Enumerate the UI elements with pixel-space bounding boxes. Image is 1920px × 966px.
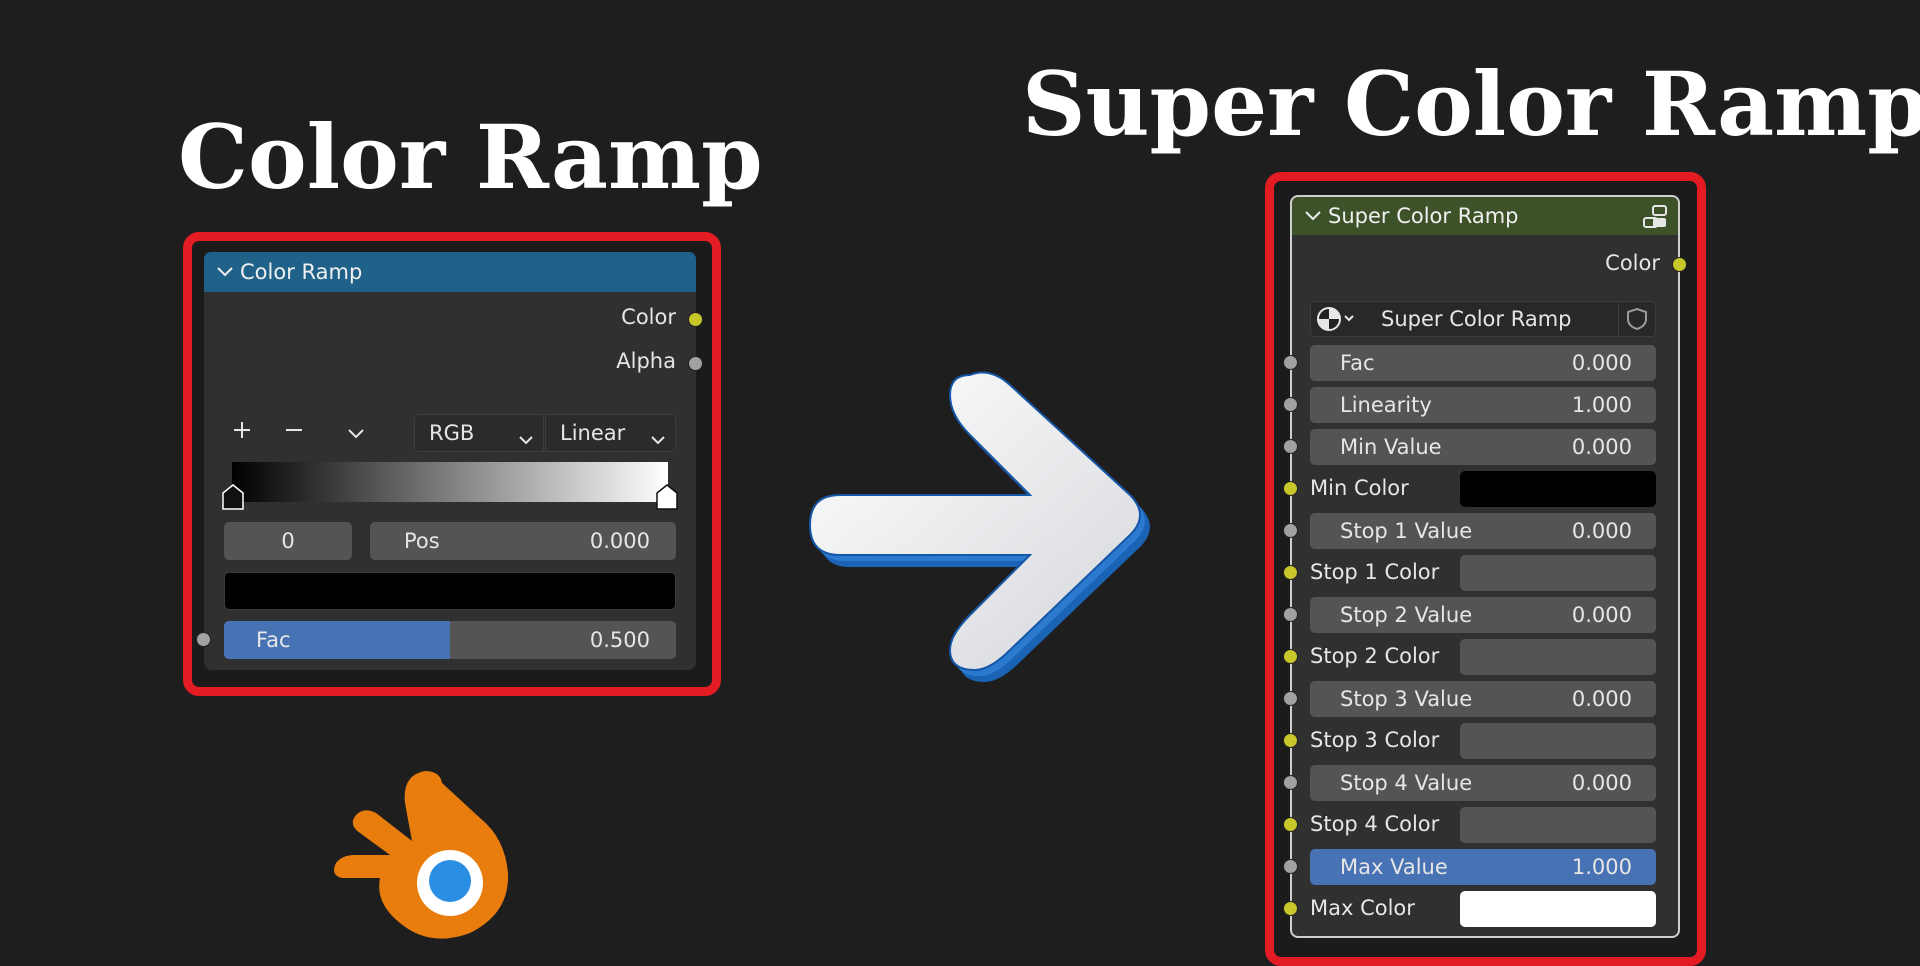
- color-mode-dropdown[interactable]: RGB: [414, 414, 544, 452]
- stop-1-value-field[interactable]: Stop 1 Value 0.000: [1310, 513, 1656, 549]
- alpha-output-label: Alpha: [616, 349, 676, 373]
- color-ramp-node[interactable]: Color Ramp Color Alpha RGB Linear: [196, 252, 703, 670]
- fac-slider-fill: [224, 621, 450, 659]
- fac-label: Fac: [256, 628, 291, 652]
- stop-2-value-label: Stop 2 Value: [1340, 603, 1473, 627]
- stop-4-color-swatch[interactable]: [1460, 807, 1656, 843]
- shield-icon[interactable]: [1618, 302, 1655, 336]
- interpolation-value: Linear: [560, 421, 626, 445]
- color-output-socket[interactable]: [1672, 257, 1687, 272]
- max-value-value: 1.000: [1571, 855, 1632, 879]
- fac-label: Fac: [1340, 351, 1375, 375]
- super-color-ramp-node[interactable]: Super Color Ramp Color Super Color Ramp …: [1283, 195, 1687, 938]
- color-output-label: Color: [1605, 251, 1660, 275]
- max-color-swatch[interactable]: [1460, 891, 1656, 927]
- linearity-field[interactable]: Linearity 1.000: [1310, 387, 1656, 423]
- max-value-label: Max Value: [1340, 855, 1448, 879]
- min-color-input-socket[interactable]: [1283, 481, 1298, 496]
- ramp-menu-button[interactable]: [338, 414, 374, 450]
- remove-stop-button[interactable]: [276, 414, 312, 450]
- color-stop-white[interactable]: [656, 484, 678, 510]
- stop-color-swatch[interactable]: [224, 572, 676, 610]
- color-ramp-node-header[interactable]: Color Ramp: [204, 252, 696, 292]
- color-ramp-header-label: Color Ramp: [240, 260, 363, 284]
- stop-1-value-input-socket[interactable]: [1283, 523, 1298, 538]
- node-group-name[interactable]: Super Color Ramp: [1381, 307, 1572, 331]
- fac-value: 0.500: [589, 628, 650, 652]
- stop-4-value-field[interactable]: Stop 4 Value 0.000: [1310, 765, 1656, 801]
- stop-3-value-label: Stop 3 Value: [1340, 687, 1473, 711]
- min-value-field[interactable]: Min Value 0.000: [1310, 429, 1656, 465]
- stop-3-value-field[interactable]: Stop 3 Value 0.000: [1310, 681, 1656, 717]
- stop-1-color-label: Stop 1 Color: [1310, 560, 1440, 584]
- stop-2-value-value: 0.000: [1571, 603, 1632, 627]
- stop-4-color-input-socket[interactable]: [1283, 817, 1298, 832]
- stop-1-value-label: Stop 1 Value: [1340, 519, 1473, 543]
- stop-2-color-input-socket[interactable]: [1283, 649, 1298, 664]
- color-output-label: Color: [621, 305, 676, 329]
- stop-3-value-value: 0.000: [1571, 687, 1632, 711]
- linearity-value: 1.000: [1571, 393, 1632, 417]
- arrow-right-icon: [808, 371, 1150, 682]
- super-color-ramp-node-header[interactable]: Super Color Ramp: [1292, 197, 1678, 235]
- fac-input-socket[interactable]: [196, 632, 211, 647]
- super-color-ramp-title: Super Color Ramp: [1022, 52, 1920, 156]
- min-value-label: Min Value: [1340, 435, 1442, 459]
- color-stop-black[interactable]: [222, 484, 244, 510]
- pos-label: Pos: [404, 529, 440, 553]
- chevron-down-icon: [519, 427, 533, 451]
- color-mode-value: RGB: [429, 421, 475, 445]
- fac-slider[interactable]: Fac 0.500: [224, 621, 676, 659]
- pos-value: 0.000: [589, 529, 650, 553]
- min-color-swatch[interactable]: [1460, 471, 1656, 507]
- color-ramp-gradient[interactable]: [232, 462, 668, 502]
- chevron-down-icon: [347, 417, 365, 447]
- blender-logo-icon: [334, 771, 509, 939]
- stop-2-value-input-socket[interactable]: [1283, 607, 1298, 622]
- minus-icon: [284, 417, 304, 447]
- super-color-ramp-header-label: Super Color Ramp: [1328, 204, 1519, 228]
- stop-1-color-input-socket[interactable]: [1283, 565, 1298, 580]
- stop-4-value-value: 0.000: [1571, 771, 1632, 795]
- stop-2-value-field[interactable]: Stop 2 Value 0.000: [1310, 597, 1656, 633]
- add-stop-button[interactable]: [224, 414, 260, 450]
- stop-1-color-swatch[interactable]: [1460, 555, 1656, 591]
- linearity-label: Linearity: [1340, 393, 1432, 417]
- max-color-input-socket[interactable]: [1283, 901, 1298, 916]
- max-value-field[interactable]: Max Value 1.000: [1310, 849, 1656, 885]
- node-group-icon[interactable]: [1642, 204, 1668, 235]
- fac-input-socket[interactable]: [1283, 355, 1298, 370]
- stop-4-value-label: Stop 4 Value: [1340, 771, 1473, 795]
- linearity-input-socket[interactable]: [1283, 397, 1298, 412]
- plus-icon: [232, 417, 252, 447]
- max-color-label: Max Color: [1310, 896, 1415, 920]
- stop-3-color-input-socket[interactable]: [1283, 733, 1298, 748]
- node-group-selector[interactable]: Super Color Ramp: [1310, 301, 1656, 337]
- chevron-down-icon: [651, 427, 665, 451]
- stop-4-value-input-socket[interactable]: [1283, 775, 1298, 790]
- min-value-value: 0.000: [1571, 435, 1632, 459]
- stop-4-color-label: Stop 4 Color: [1310, 812, 1440, 836]
- world-icon[interactable]: [1317, 306, 1357, 337]
- stop-2-color-label: Stop 2 Color: [1310, 644, 1440, 668]
- chevron-down-icon[interactable]: [210, 267, 240, 277]
- stop-3-color-swatch[interactable]: [1460, 723, 1656, 759]
- fac-value: 0.000: [1571, 351, 1632, 375]
- fac-field[interactable]: Fac 0.000: [1310, 345, 1656, 381]
- alpha-output-socket[interactable]: [688, 356, 703, 371]
- stop-1-value-value: 0.000: [1571, 519, 1632, 543]
- interpolation-dropdown[interactable]: Linear: [545, 414, 676, 452]
- max-value-input-socket[interactable]: [1283, 859, 1298, 874]
- stop-3-color-label: Stop 3 Color: [1310, 728, 1440, 752]
- stop-position-field[interactable]: Pos 0.000: [370, 522, 676, 560]
- stop-2-color-swatch[interactable]: [1460, 639, 1656, 675]
- color-output-socket[interactable]: [688, 312, 703, 327]
- stop-3-value-input-socket[interactable]: [1283, 691, 1298, 706]
- color-ramp-title: Color Ramp: [178, 105, 763, 209]
- stop-index-field[interactable]: 0: [224, 522, 352, 560]
- min-value-input-socket[interactable]: [1283, 439, 1298, 454]
- chevron-down-icon[interactable]: [1298, 211, 1328, 221]
- min-color-label: Min Color: [1310, 476, 1409, 500]
